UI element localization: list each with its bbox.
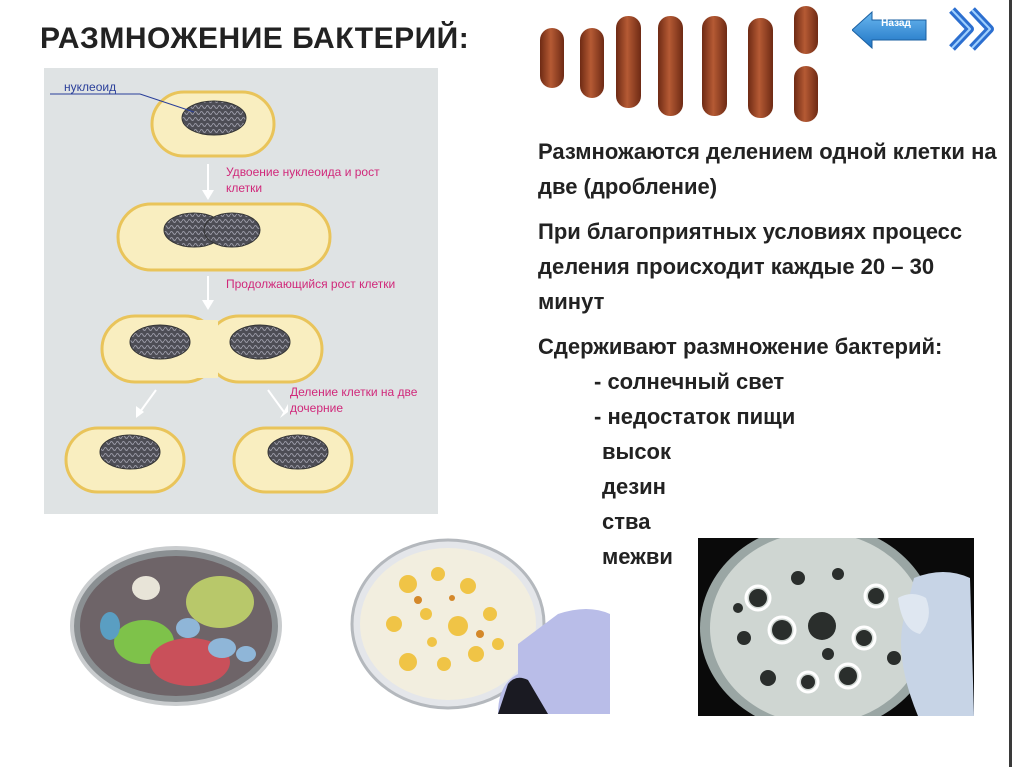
petri-dish-gloved-hand-image xyxy=(350,538,610,714)
petri-dish-mold-photo xyxy=(698,538,974,716)
list-item: дезин xyxy=(602,474,666,499)
nucleoid-label: нуклеоид xyxy=(64,80,117,94)
petri-dish-colonies-image xyxy=(70,546,282,706)
main-text: Размножаются делением одной клетки на дв… xyxy=(538,134,998,574)
list-item: высок xyxy=(602,439,671,464)
paragraph-conditions: При благоприятных условиях процесс делен… xyxy=(538,219,963,314)
back-button-label: Назад xyxy=(881,18,911,29)
cell-division-diagram: нуклеоид Удвоение нуклеоида и рост клетк… xyxy=(44,68,438,514)
paragraph-inhibitors: Сдерживают размножение бактерий: xyxy=(538,334,943,359)
double-chevron-right-icon xyxy=(949,7,994,51)
list-item: - недостаток пищи xyxy=(594,404,796,429)
list-item: ства xyxy=(602,509,651,534)
slide-title: РАЗМНОЖЕНИЕ БАКТЕРИЙ: xyxy=(40,22,470,55)
list-item: межви xyxy=(602,544,673,569)
petri-dish-mold-graphic xyxy=(700,538,974,716)
step1-label: Удвоение нуклеоида и рост клетки xyxy=(226,165,380,195)
next-button[interactable] xyxy=(946,6,1000,52)
rod-bacteria-illustration xyxy=(540,6,818,122)
step2-label: Продолжающийся рост клетки xyxy=(226,277,396,291)
list-item: - солнечный свет xyxy=(594,369,785,394)
step3-label: Деление клетки на две дочерние xyxy=(290,385,418,415)
right-edge-rule xyxy=(1009,0,1012,767)
back-button[interactable]: Назад xyxy=(852,10,928,50)
inhibitors-list: - солнечный свет - недостаток пищи высок… xyxy=(538,364,998,574)
division-diagram-graphic xyxy=(50,90,354,494)
arrow-left-icon xyxy=(852,10,927,50)
paragraph-division: Размножаются делением одной клетки на дв… xyxy=(538,139,997,199)
